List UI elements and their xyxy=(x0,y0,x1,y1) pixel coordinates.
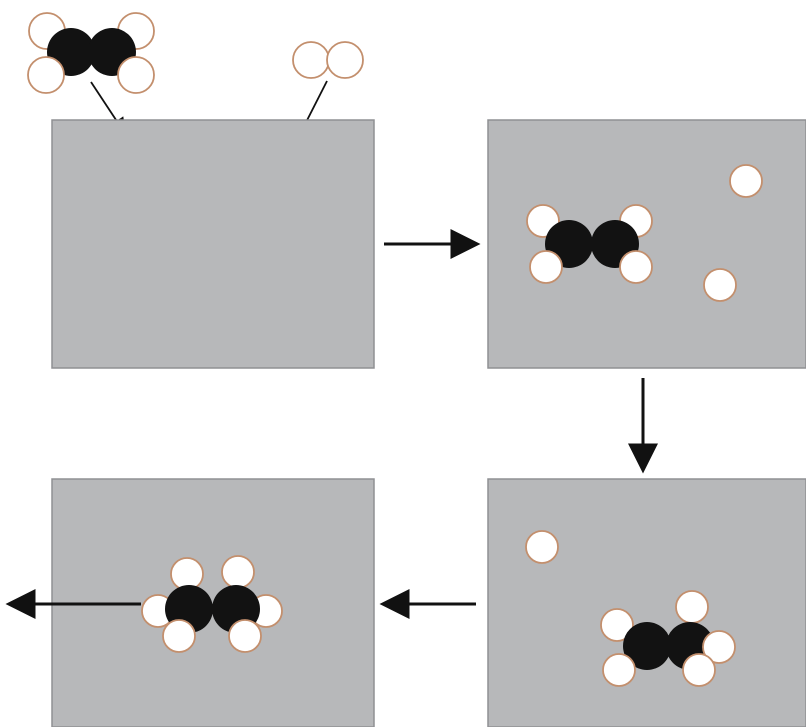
ethane-molecule xyxy=(141,555,283,653)
hydrogen-atom xyxy=(162,619,196,653)
incoming-hydrogen-molecule xyxy=(292,41,364,79)
hydrogen-atom xyxy=(221,555,255,589)
adsorbed-hydrogen-atom xyxy=(729,164,763,198)
adsorbed-hydrogen-atom xyxy=(703,268,737,302)
adsorbed-ethene-molecule xyxy=(526,204,653,284)
hydrogen-atom xyxy=(682,653,716,687)
hydrogen-atom xyxy=(27,56,65,94)
hydrogen-atom xyxy=(600,608,634,642)
hydrogen-atom xyxy=(702,630,736,664)
surface-step-3 xyxy=(487,478,806,727)
adsorbed-hydrogen-atom xyxy=(525,530,559,564)
surface-step-2 xyxy=(487,119,806,369)
hydrogen-atom xyxy=(326,41,364,79)
incoming-ethene-molecule xyxy=(27,12,155,94)
hydrogen-atom xyxy=(619,250,653,284)
hydrogen-atom xyxy=(292,41,330,79)
surface-step-1 xyxy=(51,119,375,369)
hydrogen-atom xyxy=(228,619,262,653)
hydrogen-atom xyxy=(117,56,155,94)
hydrogen-atom xyxy=(602,653,636,687)
hydrogen-atom xyxy=(675,590,709,624)
carbon-atom xyxy=(623,622,671,670)
partially-hydrogenated-molecule xyxy=(600,590,736,687)
hydrogen-atom xyxy=(529,250,563,284)
